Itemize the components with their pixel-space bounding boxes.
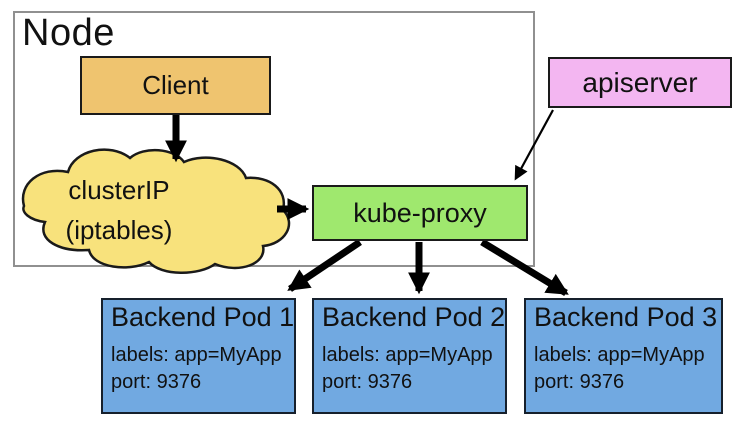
pod-1-title: Backend Pod 1 xyxy=(111,302,295,332)
clusterip-line2: (iptables) xyxy=(65,215,173,245)
apiserver-box: apiserver xyxy=(548,57,732,108)
pod-3-port: port: 9376 xyxy=(534,371,625,393)
apiserver-label: apiserver xyxy=(582,66,698,98)
pod-3-title: Backend Pod 3 xyxy=(534,302,718,332)
arrow-kubeproxy-to-pod3 xyxy=(480,239,569,296)
clusterip-line1: clusterIP xyxy=(68,175,170,205)
pod-3-labels: labels: app=MyApp xyxy=(534,344,705,366)
clusterip-cloud-shape xyxy=(21,148,291,274)
node-label: Node xyxy=(22,12,115,54)
client-box: Client xyxy=(80,56,271,115)
pod-2-labels: labels: app=MyApp xyxy=(322,344,493,366)
backend-pod-3-box: Backend Pod 3 labels: app=MyApp port: 93… xyxy=(524,298,723,414)
kube-proxy-box: kube-proxy xyxy=(312,185,528,241)
backend-pod-2-box: Backend Pod 2 labels: app=MyApp port: 93… xyxy=(312,298,507,414)
pod-2-title: Backend Pod 2 xyxy=(322,302,506,332)
pod-2-port: port: 9376 xyxy=(322,371,413,393)
client-label: Client xyxy=(142,70,209,100)
pod-1-labels: labels: app=MyApp xyxy=(111,344,282,366)
arrow-kubeproxy-to-pod1 xyxy=(287,239,362,292)
pod-1-port: port: 9376 xyxy=(111,371,202,393)
arrow-apiserver-to-kubeproxy xyxy=(514,109,554,181)
clusterip-cloud-label: clusterIP (iptables) xyxy=(28,170,210,250)
kube-proxy-label: kube-proxy xyxy=(353,197,487,228)
backend-pod-1-box: Backend Pod 1 labels: app=MyApp port: 93… xyxy=(101,298,296,414)
